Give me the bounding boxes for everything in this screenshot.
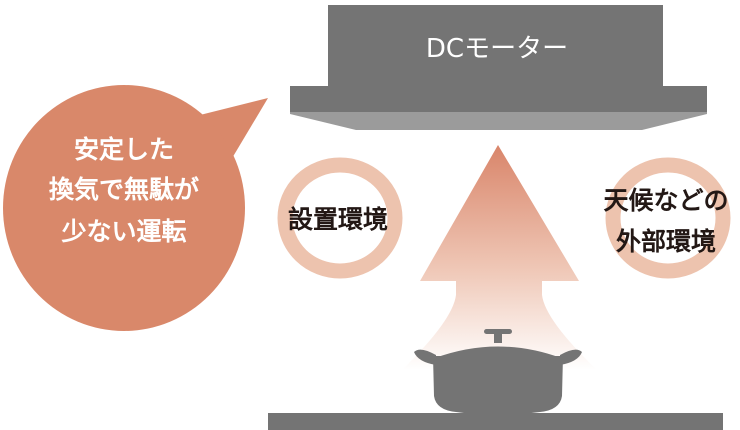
ring-line-2: 外部環境 bbox=[616, 227, 716, 256]
bubble-line-3: 少ない運転 bbox=[60, 217, 186, 246]
ring-label: 設置環境 bbox=[288, 205, 388, 234]
hood-band bbox=[290, 86, 707, 112]
pot-lid bbox=[435, 346, 561, 358]
installation-environment-ring: 設置環境 bbox=[277, 157, 403, 279]
bubble-body bbox=[3, 85, 245, 331]
hood-bottom bbox=[290, 112, 707, 130]
pot-handle-right bbox=[560, 349, 582, 365]
countertop bbox=[268, 413, 723, 430]
hood-motor-box bbox=[328, 5, 663, 87]
pot-body bbox=[433, 356, 563, 415]
external-environment-ring: 天候などの 外部環境 bbox=[603, 157, 731, 279]
bubble-line-1: 安定した bbox=[74, 135, 174, 164]
lid-stem bbox=[494, 333, 502, 343]
airflow-arrow bbox=[402, 145, 597, 370]
pot-handle-left bbox=[414, 349, 436, 365]
hood-label: DCモーター bbox=[426, 34, 568, 64]
lid-knob bbox=[484, 329, 512, 334]
ring-shape bbox=[277, 157, 403, 279]
range-hood: DCモーター bbox=[290, 5, 707, 130]
ring-line-1: 天候などの bbox=[603, 186, 728, 215]
speech-bubble: 安定した 換気で無駄が 少ない運転 bbox=[3, 85, 268, 331]
cooking-pot bbox=[414, 329, 582, 415]
ring-shape bbox=[605, 157, 731, 279]
bubble-line-2: 換気で無駄が bbox=[49, 175, 199, 204]
